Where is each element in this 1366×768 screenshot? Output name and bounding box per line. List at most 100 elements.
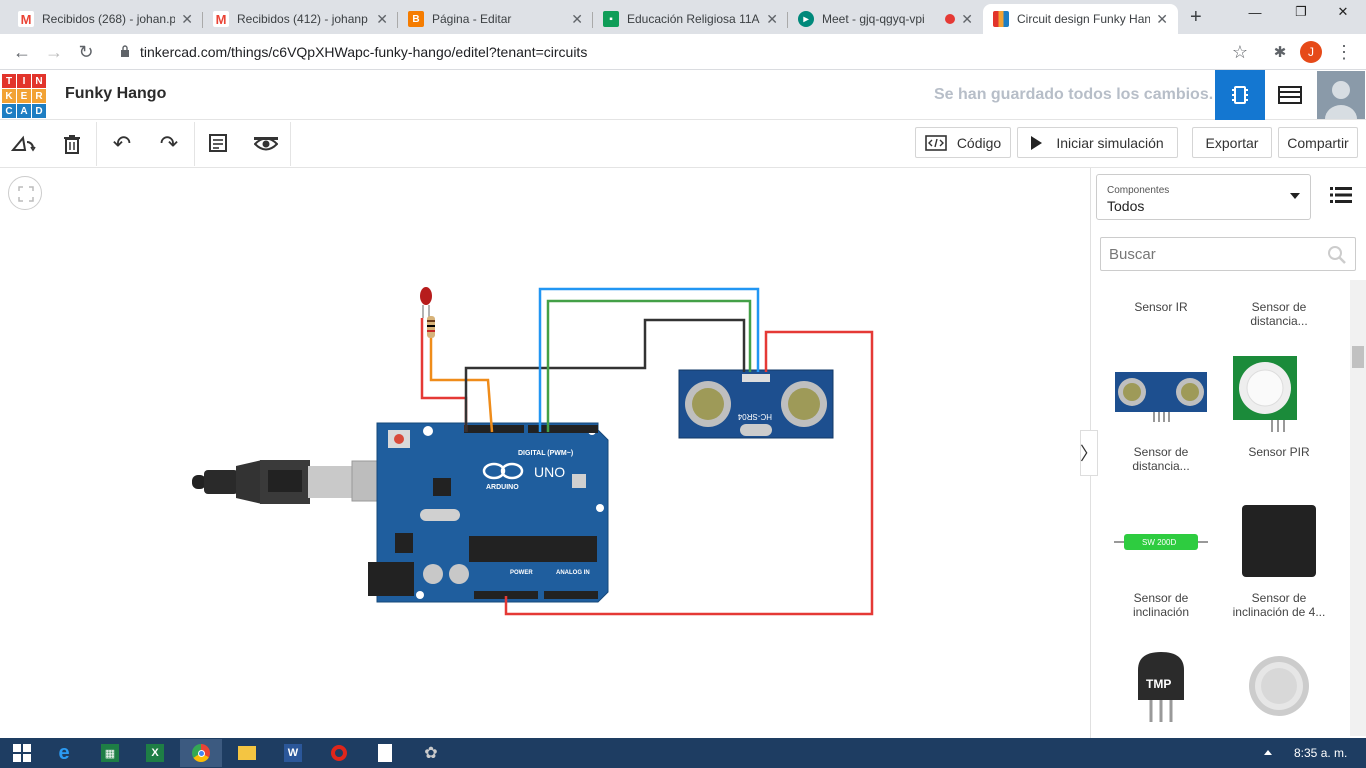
code-button[interactable]: Código bbox=[915, 127, 1011, 158]
word-icon[interactable]: W bbox=[281, 741, 305, 765]
temperature-sensor-thumbnail[interactable]: TMP bbox=[1134, 650, 1188, 724]
close-tab-icon[interactable]: ✕ bbox=[1156, 10, 1168, 27]
close-tab-icon[interactable]: ✕ bbox=[181, 10, 193, 27]
redo-icon[interactable]: ↷ bbox=[159, 131, 179, 156]
user-avatar[interactable] bbox=[1316, 70, 1366, 120]
components-dropdown-label: Componentes bbox=[1107, 185, 1170, 196]
panel-scrollbar-thumb[interactable] bbox=[1352, 346, 1364, 368]
menu-kebab-icon[interactable]: ⋮ bbox=[1335, 41, 1353, 62]
tab-title: Página - Editar bbox=[432, 12, 512, 26]
uno-label: UNO bbox=[534, 464, 565, 480]
browser-tab[interactable]: B Página - Editar ✕ bbox=[398, 4, 593, 34]
new-tab-icon[interactable]: + bbox=[1190, 6, 1202, 28]
forward-icon[interactable]: → bbox=[45, 41, 63, 62]
app-icon[interactable]: ✿ bbox=[424, 745, 438, 762]
undo-icon[interactable]: ↶ bbox=[112, 131, 132, 156]
internet-explorer-icon[interactable]: e bbox=[58, 741, 70, 764]
url-text: tinkercad.com/things/c6VQpXHWapc-funky-h… bbox=[140, 44, 588, 60]
component-item-label[interactable]: Sensor de distancia... bbox=[1132, 445, 1190, 473]
search-icon bbox=[1328, 246, 1346, 264]
tab-title: Educación Religiosa 11A bbox=[627, 12, 760, 26]
design-name[interactable]: Funky Hango bbox=[65, 85, 167, 102]
bookmark-star-icon[interactable]: ☆ bbox=[1231, 41, 1249, 62]
file-explorer-icon[interactable] bbox=[235, 741, 259, 765]
tab-title: Recibidos (268) - johan.p bbox=[42, 12, 176, 26]
tilt-4-sensor-thumbnail[interactable] bbox=[1242, 505, 1316, 577]
schematic-view-button[interactable] bbox=[1265, 70, 1315, 120]
logo-letter: E bbox=[17, 89, 31, 103]
wires[interactable] bbox=[420, 287, 874, 616]
usb-cable[interactable] bbox=[192, 460, 411, 504]
zoom-to-fit-button[interactable] bbox=[8, 176, 42, 210]
blank-document-icon[interactable] bbox=[373, 741, 397, 765]
close-tab-icon[interactable]: ✕ bbox=[766, 10, 778, 27]
tmp-label: TMP bbox=[1146, 677, 1171, 691]
excel-online-icon[interactable]: ▦ bbox=[98, 741, 122, 765]
panel-scrollbar[interactable] bbox=[1350, 280, 1366, 736]
recording-icon bbox=[945, 14, 956, 24]
component-item-label[interactable]: Sensor de inclinación de 4... bbox=[1232, 591, 1326, 619]
gmail-icon: M bbox=[18, 11, 34, 27]
ultrasonic-sensor-thumbnail[interactable] bbox=[1114, 364, 1208, 424]
browser-tab[interactable]: M Recibidos (412) - johanp ✕ bbox=[203, 4, 398, 34]
meet-icon: ▸ bbox=[798, 11, 814, 27]
circuit-drawing[interactable]: DIGITAL (PWM~) UNO ARDUINO POWER ANALOG … bbox=[0, 0, 1090, 738]
taskbar-clock[interactable]: 8:35 a. m. bbox=[1294, 746, 1348, 760]
gas-sensor-thumbnail[interactable] bbox=[1246, 646, 1312, 724]
export-button-label: Exportar bbox=[1205, 134, 1259, 151]
start-simulation-button[interactable]: Iniciar simulación bbox=[1017, 127, 1178, 158]
export-button[interactable]: Exportar bbox=[1192, 127, 1272, 158]
list-view-icon bbox=[1278, 86, 1302, 104]
rotate-icon[interactable] bbox=[10, 130, 38, 158]
ultrasonic-sensor[interactable]: HC-SR04 bbox=[678, 369, 834, 439]
close-tab-icon[interactable]: ✕ bbox=[571, 10, 583, 27]
browser-tab[interactable]: M Recibidos (268) - johan.p ✕ bbox=[8, 4, 203, 34]
profile-avatar[interactable]: J bbox=[1300, 41, 1322, 63]
components-dropdown[interactable]: Componentes Todos bbox=[1096, 174, 1311, 220]
app-header bbox=[0, 70, 1366, 120]
tray-chevron-icon[interactable] bbox=[1264, 750, 1272, 755]
extensions-icon[interactable]: ✱ bbox=[1273, 44, 1287, 61]
chrome-icon[interactable] bbox=[180, 739, 222, 767]
digital-label: DIGITAL (PWM~) bbox=[518, 450, 573, 457]
url-input[interactable]: tinkercad.com/things/c6VQpXHWapc-funky-h… bbox=[110, 38, 1260, 66]
component-item-label[interactable]: Sensor IR bbox=[1134, 300, 1188, 314]
notes-icon[interactable] bbox=[204, 130, 232, 158]
excel-icon[interactable]: X bbox=[143, 741, 167, 765]
browser-tab[interactable]: ▪ Educación Religiosa 11A ✕ bbox=[593, 4, 788, 34]
delete-icon[interactable] bbox=[58, 130, 86, 158]
tilt-sensor-label: SW 200D bbox=[1142, 538, 1176, 547]
share-button[interactable]: Compartir bbox=[1278, 127, 1358, 158]
restore-icon[interactable]: ❐ bbox=[1295, 4, 1307, 19]
tab-title: Recibidos (412) - johanp bbox=[237, 12, 368, 26]
component-item-label[interactable]: Sensor PIR bbox=[1248, 445, 1310, 459]
logo-letter: K bbox=[2, 89, 16, 103]
list-view-toggle[interactable] bbox=[1330, 186, 1352, 209]
opera-icon[interactable] bbox=[327, 741, 351, 765]
reload-icon[interactable]: ↻ bbox=[78, 41, 94, 62]
collapse-panel-button[interactable]: 〉 bbox=[1080, 430, 1098, 476]
circuit-view-button[interactable] bbox=[1215, 70, 1265, 120]
component-search-input[interactable]: Buscar bbox=[1100, 237, 1356, 271]
led[interactable] bbox=[420, 287, 432, 318]
component-item-label[interactable]: Sensor de inclinación bbox=[1132, 591, 1190, 619]
browser-tab[interactable]: ▸ Meet - gjq-qgyq-vpi ✕ bbox=[788, 4, 983, 34]
logo-letter: N bbox=[32, 74, 46, 88]
visibility-icon[interactable] bbox=[252, 130, 280, 158]
minimize-icon[interactable]: — bbox=[1248, 4, 1262, 20]
tilt-sensor-thumbnail[interactable]: SW 200D bbox=[1114, 530, 1208, 554]
close-window-icon[interactable]: ✕ bbox=[1337, 4, 1349, 19]
component-item-label[interactable]: Sensor de distancia... bbox=[1250, 300, 1308, 328]
back-icon[interactable]: ← bbox=[13, 41, 31, 62]
fit-view-icon bbox=[18, 186, 34, 202]
power-label: POWER bbox=[510, 570, 533, 576]
arduino-uno-board[interactable]: DIGITAL (PWM~) UNO ARDUINO POWER ANALOG … bbox=[368, 422, 609, 603]
browser-tab-active[interactable]: Circuit design Funky Han ✕ bbox=[983, 4, 1178, 34]
resistor[interactable] bbox=[427, 316, 435, 338]
close-tab-icon[interactable]: ✕ bbox=[376, 10, 388, 27]
windows-start-icon[interactable] bbox=[10, 741, 34, 765]
close-tab-icon[interactable]: ✕ bbox=[961, 10, 973, 27]
toolbar-divider bbox=[96, 122, 97, 166]
pir-sensor-thumbnail[interactable] bbox=[1232, 354, 1326, 436]
